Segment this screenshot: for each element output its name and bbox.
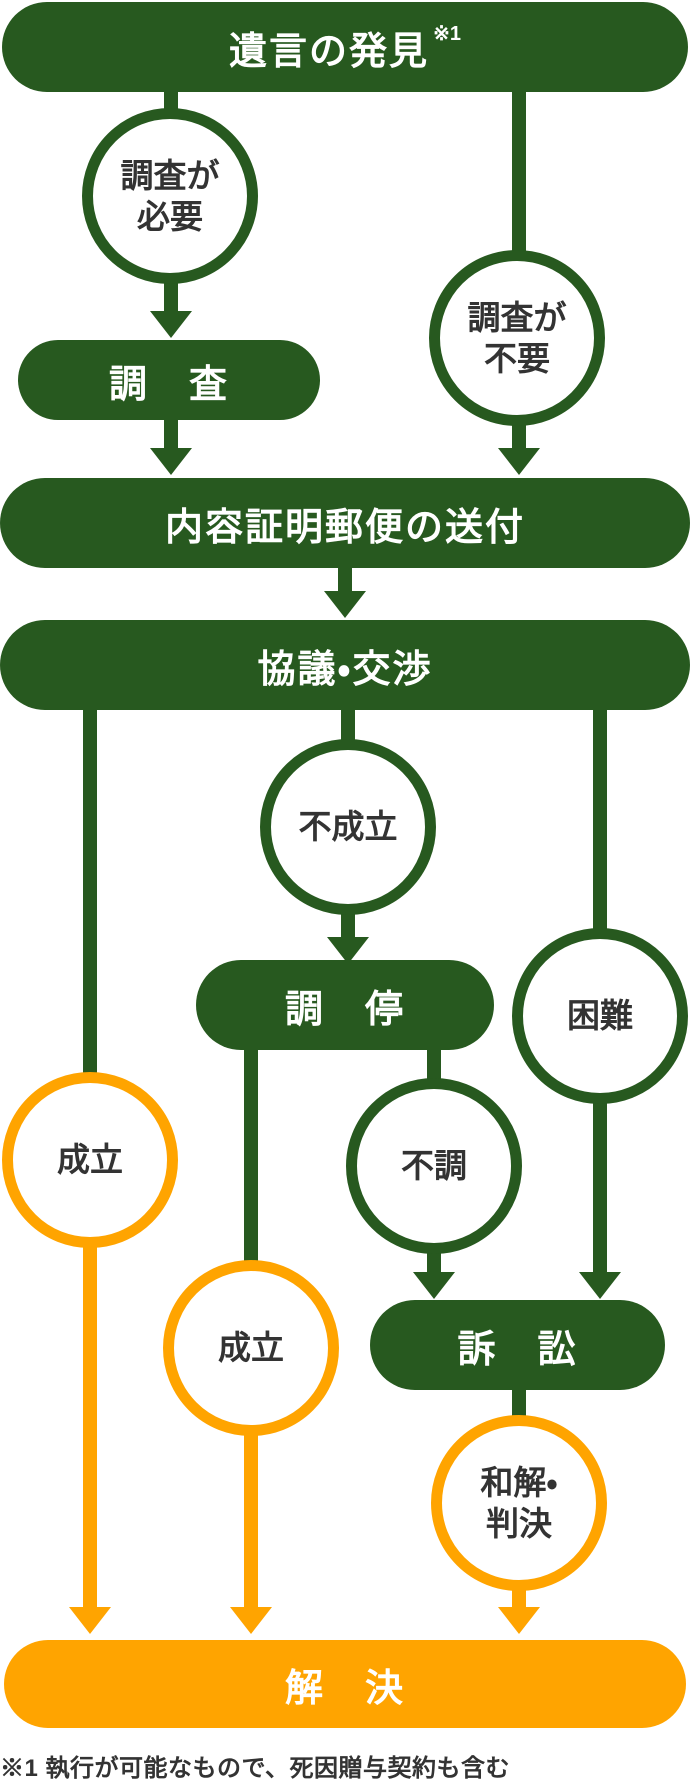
node-settled-left-label: 成立	[57, 1141, 123, 1179]
connector-negotiation-to-settled-left	[83, 708, 97, 1076]
node-not-settled-circle: 不成立	[260, 739, 436, 915]
node-discovery-pill: 遺言の発見 ※1	[2, 2, 688, 92]
footnote-text: ※1 執行が可能なもので、死因贈与契約も含む	[0, 1755, 511, 1782]
node-negotiation-pill: 協議・交渉	[0, 620, 690, 710]
arrow-survey-needed-to-survey	[164, 278, 178, 311]
node-difficult-circle: 困難	[512, 928, 688, 1104]
arrow-survey-to-certified-mail	[164, 418, 178, 448]
node-discovery-label: 遺言の発見	[229, 30, 430, 73]
connector-negotiation-to-difficult	[593, 708, 607, 932]
connector-discovery-to-survey-not-needed	[512, 88, 526, 254]
node-mediation-failed-circle: 不調	[346, 1078, 522, 1254]
node-settled-mid-circle: 成立	[163, 1260, 339, 1436]
node-difficult-label: 困難	[567, 997, 633, 1035]
node-mediation-failed-label: 不調	[401, 1147, 467, 1185]
arrow-mediation-failed-to-lawsuit	[427, 1250, 441, 1272]
arrow-difficult-to-lawsuit	[593, 1100, 607, 1272]
node-certified-mail-label: 内容証明郵便の送付	[164, 506, 525, 549]
arrow-certified-mail-to-negotiation	[338, 566, 352, 591]
arrow-settlement-judgment-to-resolution	[512, 1587, 526, 1607]
connector-mediation-to-settled-mid	[244, 1048, 258, 1264]
arrow-settled-mid-to-resolution	[244, 1432, 258, 1607]
footnote-reference-mark: ※1	[433, 22, 461, 45]
node-mediation-pill: 調 停	[196, 960, 494, 1050]
node-settled-mid-label: 成立	[218, 1329, 284, 1367]
node-survey-label: 調 査	[108, 363, 229, 406]
node-survey-needed-circle: 調査が 必要	[82, 108, 258, 284]
node-certified-mail-pill: 内容証明郵便の送付	[0, 478, 690, 568]
node-settled-left-circle: 成立	[2, 1072, 178, 1248]
node-lawsuit-label: 訴 訟	[457, 1328, 578, 1371]
arrow-not-settled-to-mediation	[341, 909, 355, 937]
connector-lawsuit-to-settlement-judgment	[512, 1388, 526, 1418]
node-settlement-judgment-label: 和解・ 判決	[480, 1463, 558, 1542]
node-resolution-pill: 解 決	[4, 1640, 686, 1728]
connector-mediation-to-mediation-failed	[427, 1048, 441, 1082]
node-negotiation-label: 協議・交渉	[257, 648, 433, 691]
connector-discovery-to-survey-needed	[164, 88, 178, 114]
arrow-survey-not-needed-to-certified-mail	[512, 420, 526, 448]
node-survey-pill: 調 査	[18, 340, 320, 420]
node-resolution-label: 解 決	[284, 1667, 405, 1710]
connector-negotiation-to-not-settled	[341, 708, 355, 743]
node-survey-needed-label: 調査が 必要	[120, 156, 220, 235]
arrow-settled-left-to-resolution	[83, 1244, 97, 1607]
node-survey-not-needed-circle: 調査が 不要	[429, 250, 605, 426]
node-not-settled-label: 不成立	[298, 808, 398, 846]
node-lawsuit-pill: 訴 訟	[370, 1300, 665, 1390]
node-survey-not-needed-label: 調査が 不要	[467, 298, 567, 377]
node-mediation-label: 調 停	[284, 988, 405, 1031]
node-settlement-judgment-circle: 和解・ 判決	[431, 1415, 607, 1591]
